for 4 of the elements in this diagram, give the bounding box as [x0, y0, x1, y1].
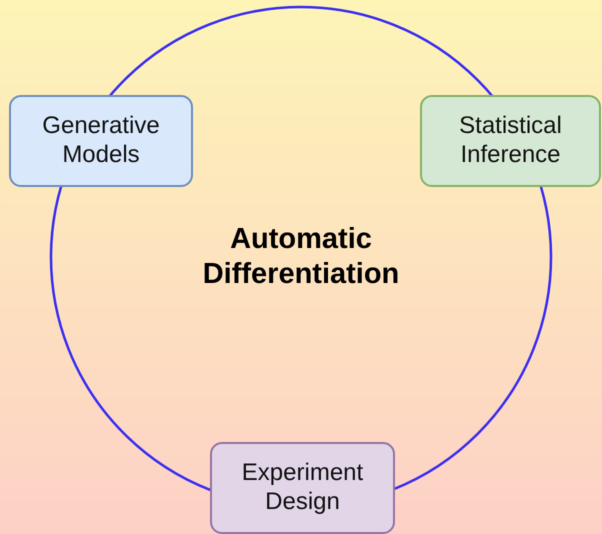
topic-box: Generative Models	[9, 95, 193, 187]
center-title: Automatic Differentiation	[202, 222, 400, 292]
topic-box: Experiment Design	[210, 442, 395, 534]
topic-box: Statistical Inference	[420, 95, 601, 187]
